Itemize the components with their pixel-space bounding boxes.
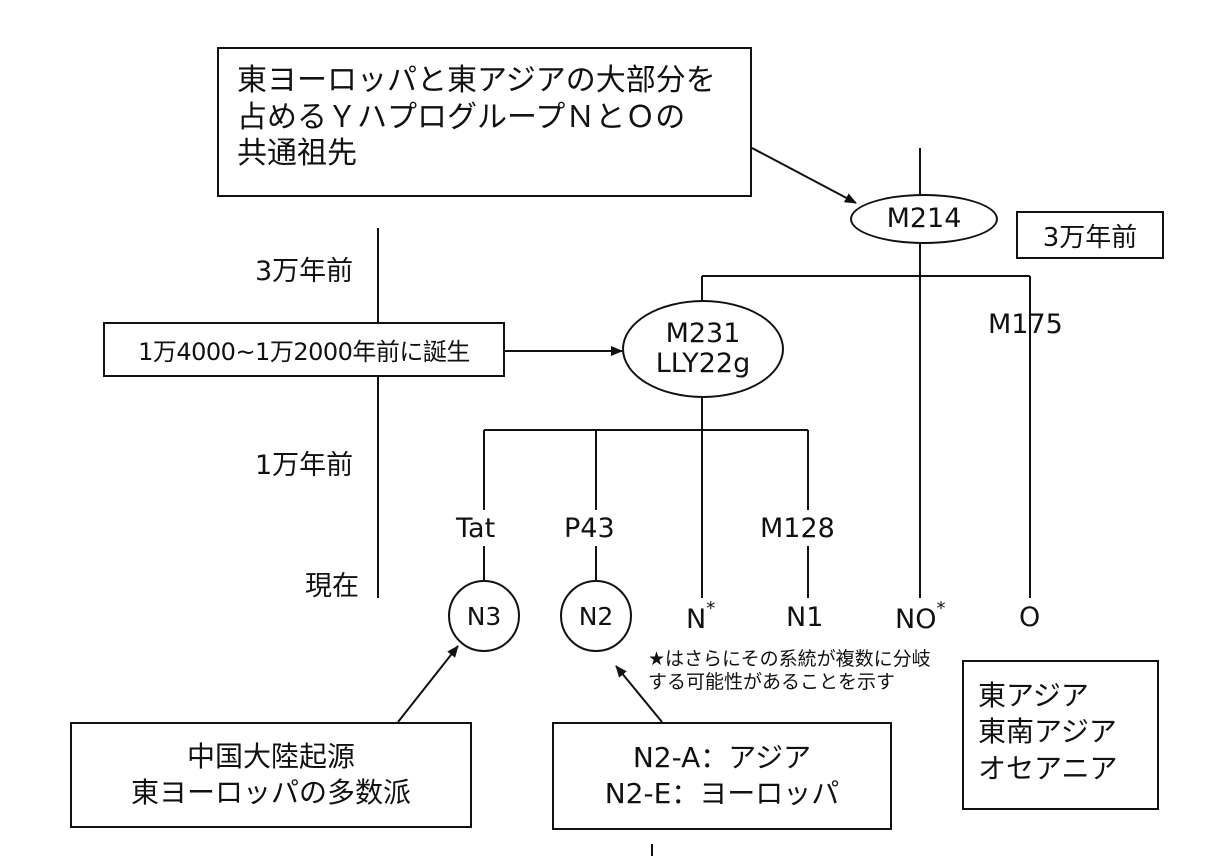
n3-label: N3 bbox=[466, 601, 502, 631]
tat-label: Tat bbox=[456, 513, 496, 544]
m231-label: M231 bbox=[665, 317, 741, 349]
n3-origin-line-1: 中国大陸起源 bbox=[186, 739, 355, 773]
ancestor-callout-box: 東ヨーロッパと東アジアの大部分を 占めるＹハプログループＮとＯの 共通祖先 bbox=[217, 47, 752, 197]
m231-node: M231 LLY22g bbox=[622, 300, 784, 398]
n2-label: N2 bbox=[578, 601, 614, 631]
n1-label: N1 bbox=[786, 602, 824, 633]
n2-regions-line-1: N2-A：アジア bbox=[632, 740, 812, 774]
timeline-label-present: 現在 bbox=[305, 571, 359, 602]
o-leaf: O bbox=[1019, 604, 1040, 631]
ancestor-callout-line-2: 占めるＹハプログループＮとＯの bbox=[237, 99, 686, 135]
n3-node: N3 bbox=[448, 580, 520, 652]
timeline-label-30k: 3万年前 bbox=[255, 256, 354, 287]
n-star-asterisk: * bbox=[706, 598, 716, 619]
m214-node: M214 bbox=[850, 194, 998, 244]
n-star-label: N bbox=[686, 604, 707, 635]
n2-regions-line-2: N2-E：ヨーロッパ bbox=[604, 777, 840, 810]
arrow-to-n3 bbox=[397, 645, 459, 723]
n1-leaf: N1 bbox=[786, 604, 823, 631]
n-star-leaf: N* bbox=[686, 600, 715, 635]
star-note-line-1: ★はさらにその系統が複数に分岐 bbox=[648, 648, 931, 670]
birth-period-box: 1万4000~1万2000年前に誕生 bbox=[103, 322, 505, 377]
n3-origin-line-2: 東ヨーロッパの多数派 bbox=[130, 776, 411, 809]
o-regions-line-3: オセアニア bbox=[978, 751, 1118, 785]
no-star-label: NO bbox=[895, 604, 937, 635]
n3-origin-box: 中国大陸起源 東ヨーロッパの多数派 bbox=[70, 722, 472, 828]
star-note: ★はさらにその系統が複数に分岐 する可能性があることを示す bbox=[648, 648, 931, 694]
o-regions-box: 東アジア 東南アジア オセアニア bbox=[962, 660, 1159, 810]
star-note-line-2: する可能性があることを示す bbox=[648, 670, 896, 693]
lly22g-label: LLY22g bbox=[655, 348, 751, 379]
no-star-leaf: NO* bbox=[895, 600, 945, 635]
birth-period-label: 1万4000~1万2000年前に誕生 bbox=[138, 338, 470, 366]
m214-label: M214 bbox=[886, 202, 962, 234]
o-regions-line-2: 東南アジア bbox=[978, 715, 1117, 749]
m214-time-box: 3万年前 bbox=[1016, 211, 1164, 259]
m175-label: M175 bbox=[988, 309, 1063, 340]
timeline-label-10k: 1万年前 bbox=[255, 450, 354, 481]
m128-label: M128 bbox=[760, 513, 835, 544]
ancestor-callout-line-3: 共通祖先 bbox=[237, 136, 357, 172]
o-regions-line-1: 東アジア bbox=[978, 679, 1089, 712]
no-star-asterisk: * bbox=[936, 598, 946, 619]
m214-time-label: 3万年前 bbox=[1042, 222, 1138, 253]
arrow-to-n2 bbox=[615, 665, 663, 723]
n2-regions-box: N2-A：アジア N2-E：ヨーロッパ bbox=[552, 722, 892, 830]
o-label: O bbox=[1019, 602, 1041, 633]
arrow-to-m214 bbox=[751, 147, 857, 204]
p43-label: P43 bbox=[564, 513, 615, 544]
ancestor-callout-line-1: 東ヨーロッパと東アジアの大部分を bbox=[237, 63, 716, 98]
n2-node: N2 bbox=[560, 580, 632, 652]
